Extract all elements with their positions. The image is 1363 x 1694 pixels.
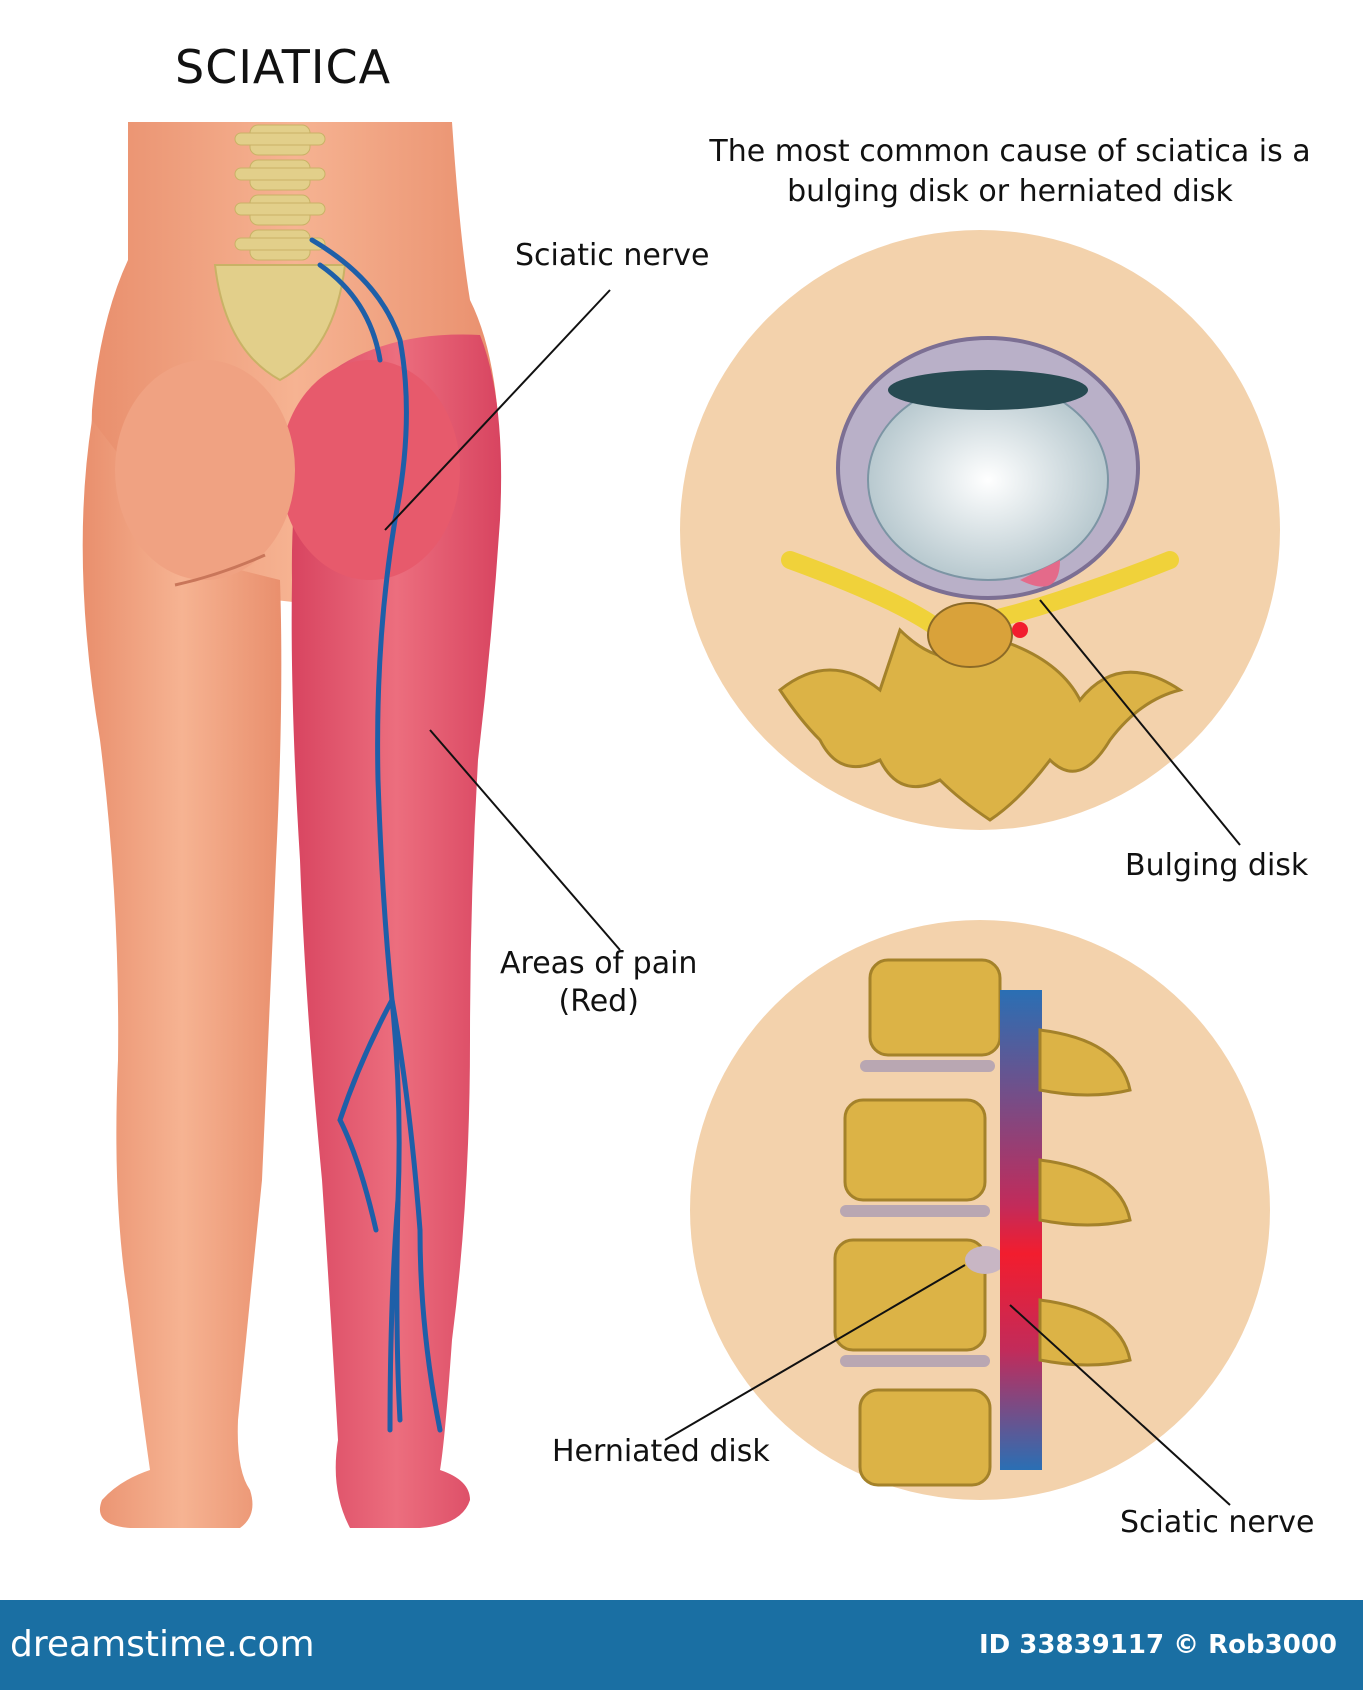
herniated-disk-circle <box>690 920 1270 1500</box>
label-areas-of-pain-line2: (Red) <box>558 984 639 1019</box>
footer-bar: dreamstime.com ID 33839117 © Rob3000 <box>0 1600 1363 1690</box>
label-sciatic-nerve-top: Sciatic nerve <box>515 238 710 273</box>
label-herniated-disk: Herniated disk <box>552 1434 770 1469</box>
left-buttock <box>115 360 295 580</box>
diagram-title: SCIATICA <box>175 40 392 94</box>
caption: The most common cause of sciatica is a b… <box>709 134 1311 209</box>
herniation <box>965 1246 1005 1274</box>
bulging-disk-circle <box>680 230 1280 830</box>
footer-image-id: ID 33839117 © Rob3000 <box>979 1630 1337 1660</box>
footer-brand: dreamstime.com <box>10 1624 315 1665</box>
right-leg-pain-area <box>291 334 502 1529</box>
sciatic-nerve-path <box>309 237 443 1433</box>
label-areas-of-pain: Areas of pain (Red) <box>500 945 697 1021</box>
label-sciatic-nerve-bottom: Sciatic nerve <box>1120 1505 1315 1540</box>
left-leg <box>82 420 282 1528</box>
sciatic-nerve-cord <box>1000 990 1042 1470</box>
right-buttock <box>280 360 460 580</box>
body-back-view <box>82 122 502 1529</box>
label-bulging-disk: Bulging disk <box>1125 848 1309 883</box>
leader-lines <box>384 289 1241 1506</box>
lumbar-spine <box>213 124 347 382</box>
spinal-cord <box>927 602 1013 668</box>
label-areas-of-pain-line1: Areas of pain <box>500 946 698 981</box>
